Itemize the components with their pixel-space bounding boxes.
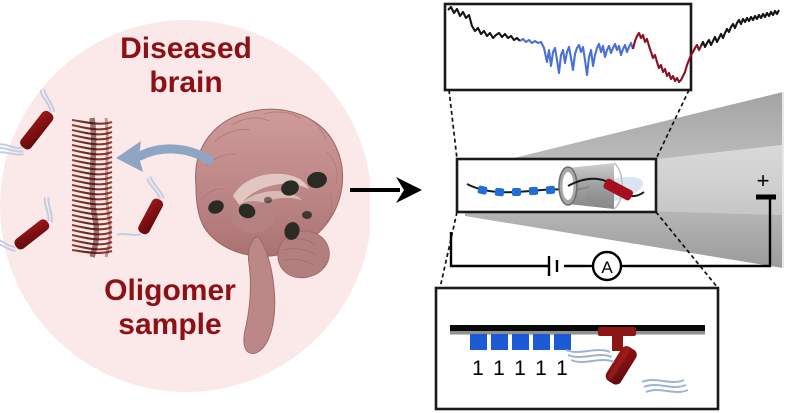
callout-lines-top [448, 89, 690, 160]
amyloid-fibril [71, 117, 113, 258]
block-label-3: 1 [514, 357, 526, 380]
molecular-detail-panel: 1 1 1 1 1 [434, 286, 720, 411]
block-label-1: 1 [472, 357, 484, 380]
title-sample: sample [118, 308, 221, 341]
brain-illustration [195, 108, 344, 354]
right-panel: 1 1 1 1 1 [418, 0, 800, 413]
title-brain: brain [149, 66, 222, 99]
current-trace-panel [443, 2, 780, 92]
free-oligomer [0, 88, 165, 252]
plus-terminal-label: + [757, 168, 770, 193]
detail-blocks [470, 334, 571, 350]
amyloid-plaque-spots [208, 171, 327, 240]
membrane-bar [450, 325, 705, 331]
detail-oligomer [565, 327, 689, 393]
block-label-5: 1 [556, 357, 568, 380]
ammeter-label: A [601, 258, 613, 277]
process-arrow [348, 172, 424, 208]
nanopore-closeup-panel [455, 157, 658, 214]
block-label-2: 1 [493, 357, 505, 380]
bound-oligomer [603, 178, 634, 201]
peptide-beads [477, 185, 556, 197]
title-oligomer: Oligomer [104, 274, 236, 307]
brain-to-fibril-arrow [116, 141, 214, 172]
ammeter: A [586, 250, 628, 282]
block-label-4: 1 [535, 357, 547, 380]
callout-lines-bottom [439, 211, 719, 289]
left-panel: Diseased brain Oligomer sample [0, 0, 370, 413]
title-diseased: Diseased [120, 32, 252, 65]
membrane-shadow [450, 331, 705, 335]
measurement-circuit [449, 194, 776, 276]
